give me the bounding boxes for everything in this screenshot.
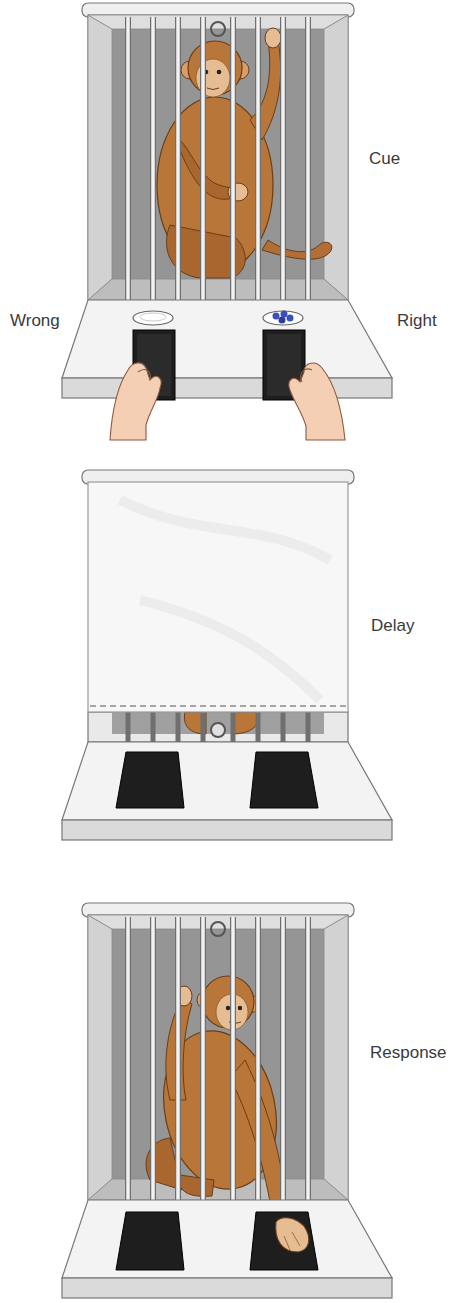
monkey [262,240,332,259]
opaque-screen [82,470,354,712]
cover-plates [116,1212,318,1270]
response-panel [62,903,392,1298]
cage-bars [126,712,131,742]
food-wells [140,313,166,321]
cover-plates [250,752,318,808]
cue-panel [62,3,392,440]
cover-plates [116,752,184,808]
cage [82,903,354,1200]
panel-label: Delay [371,617,414,634]
cage-bars [128,17,308,300]
monkey [179,1175,214,1196]
opaque-screen [88,482,348,712]
monkey [238,1006,242,1010]
panel-label: Right [397,312,437,329]
test-table [62,300,392,398]
opaque-screen [120,500,330,700]
monkey [146,976,303,1228]
experimenter-hands [110,363,161,440]
experimenter-hands [289,363,345,440]
panel-label: Wrong [10,312,60,329]
test-table [62,742,392,840]
cage-bars [128,712,308,742]
panel-label: Cue [369,150,400,167]
monkey [265,28,281,48]
experimenter-hands [110,363,345,440]
cage-bars [201,712,206,742]
cage-bars [231,712,236,742]
cage [82,3,354,300]
food-wells [281,311,288,318]
cage-bars [306,712,311,742]
test-table [62,1200,392,1298]
cage-bars [281,712,286,742]
cover-plates [116,752,318,808]
reaching-hand [276,1218,309,1252]
food-wells [287,315,294,322]
cage-bars [176,712,181,742]
monkey-feet [232,712,259,734]
cage-bars [151,712,156,742]
food-wells [133,311,303,326]
cage-base [88,712,348,742]
monkey [207,88,219,90]
food-wells [273,313,280,320]
monkey [217,70,222,75]
cage-bars [128,917,308,1200]
reaching-hand [284,1232,300,1250]
cage-ring [211,723,225,737]
cover-plates [250,1212,318,1270]
food-wells [133,311,173,325]
opaque-screen [90,705,346,706]
reaching-hand [276,1218,309,1252]
monkey [250,40,281,140]
cover-plates [116,1212,184,1270]
experimenter-hands [138,370,150,380]
delay-panel [62,470,392,840]
cage-bars [256,712,261,742]
food-wells [263,311,303,325]
experimenter-hands [301,369,312,382]
food-wells [279,317,286,324]
panel-label: Response [370,1044,447,1061]
monkey [226,1006,230,1010]
